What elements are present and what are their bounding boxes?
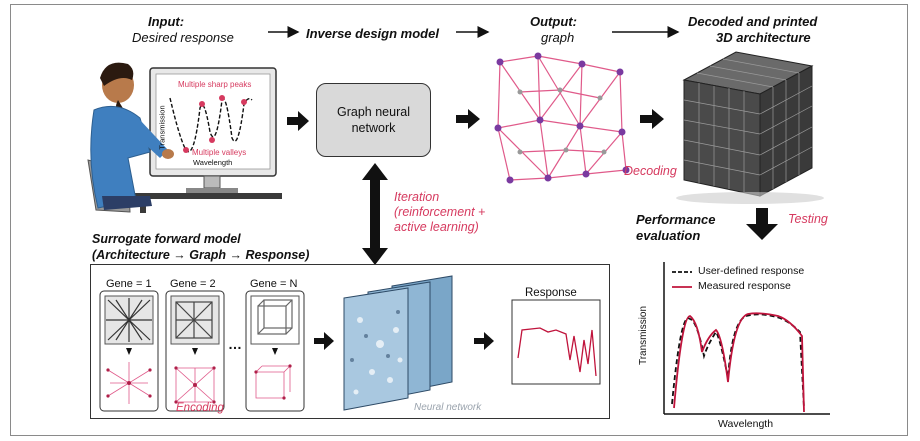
legend-user-defined: User-defined response [698, 265, 805, 277]
gnn-label-line1: Graph neural [337, 105, 410, 119]
monitor-ylabel: Transmission [157, 105, 167, 150]
eval-xlabel: Wavelength [718, 418, 774, 430]
gene-2-label: Gene = 2 [170, 278, 216, 290]
iteration-line2: (reinforcement + [394, 205, 486, 219]
iteration-label: Iteration (reinforcement + active learni… [394, 190, 485, 235]
neural-network-panels [343, 275, 453, 411]
measured-curve [673, 312, 805, 413]
output-graph-nodes [494, 52, 630, 184]
printed-lattice-cube [676, 51, 824, 204]
iteration-line3: active learning) [394, 220, 479, 234]
input-subtitle: Desired response [132, 30, 234, 45]
inverse-design-label: Inverse design model [306, 26, 439, 41]
decoding-label: Decoding [624, 164, 677, 178]
evaluation-chart [663, 262, 830, 415]
response-chart-frame [511, 299, 601, 385]
decoded-title-line1: Decoded and printed [688, 14, 818, 29]
monitor-xlabel: Wavelength [193, 158, 233, 167]
surrogate-model-box [90, 264, 610, 419]
testing-arrow [746, 208, 778, 240]
surrogate-title: Surrogate forward model [92, 232, 241, 246]
input-label: Input: [148, 14, 185, 29]
graph-neural-network-box: Graph neural network [316, 83, 431, 157]
annot-sharp-peaks: Multiple sharp peaks [178, 80, 252, 89]
output-label: Output: [530, 14, 577, 29]
eval-ylabel: Transmission [638, 305, 650, 366]
decoded-title-line2: 3D architecture [716, 30, 811, 45]
gene-ellipsis: … [228, 336, 242, 352]
testing-label: Testing [788, 212, 828, 226]
block-arrow-2 [456, 109, 480, 129]
output-subtitle: graph [541, 30, 575, 45]
gnn-label-line2: network [351, 121, 396, 135]
designer-illustration [87, 62, 282, 213]
response-curve [517, 327, 597, 377]
arrow-to-response [474, 332, 494, 350]
user-defined-curve [671, 313, 805, 409]
response-label: Response [525, 287, 577, 299]
iteration-line1: Iteration [394, 190, 440, 204]
gene-n-label: Gene = N [250, 278, 298, 290]
block-arrow-1 [287, 111, 309, 131]
performance-line2: evaluation [636, 228, 701, 243]
output-graph [497, 55, 627, 181]
iteration-double-arrow [362, 163, 388, 265]
performance-line1: Performance [636, 212, 716, 227]
neural-network-label: Neural network [414, 402, 482, 413]
gene-1-label: Gene = 1 [106, 278, 152, 290]
annot-valleys: Multiple valleys [192, 148, 247, 157]
encoding-label: Encoding [176, 402, 224, 414]
encoded-graph-nodes [106, 364, 292, 404]
block-arrow-3 [640, 109, 664, 129]
arrow-to-nn [314, 332, 334, 350]
legend-measured: Measured response [698, 280, 791, 292]
surrogate-subtitle: (Architecture → Graph → Response) [92, 248, 310, 262]
figure-frame [10, 4, 908, 436]
